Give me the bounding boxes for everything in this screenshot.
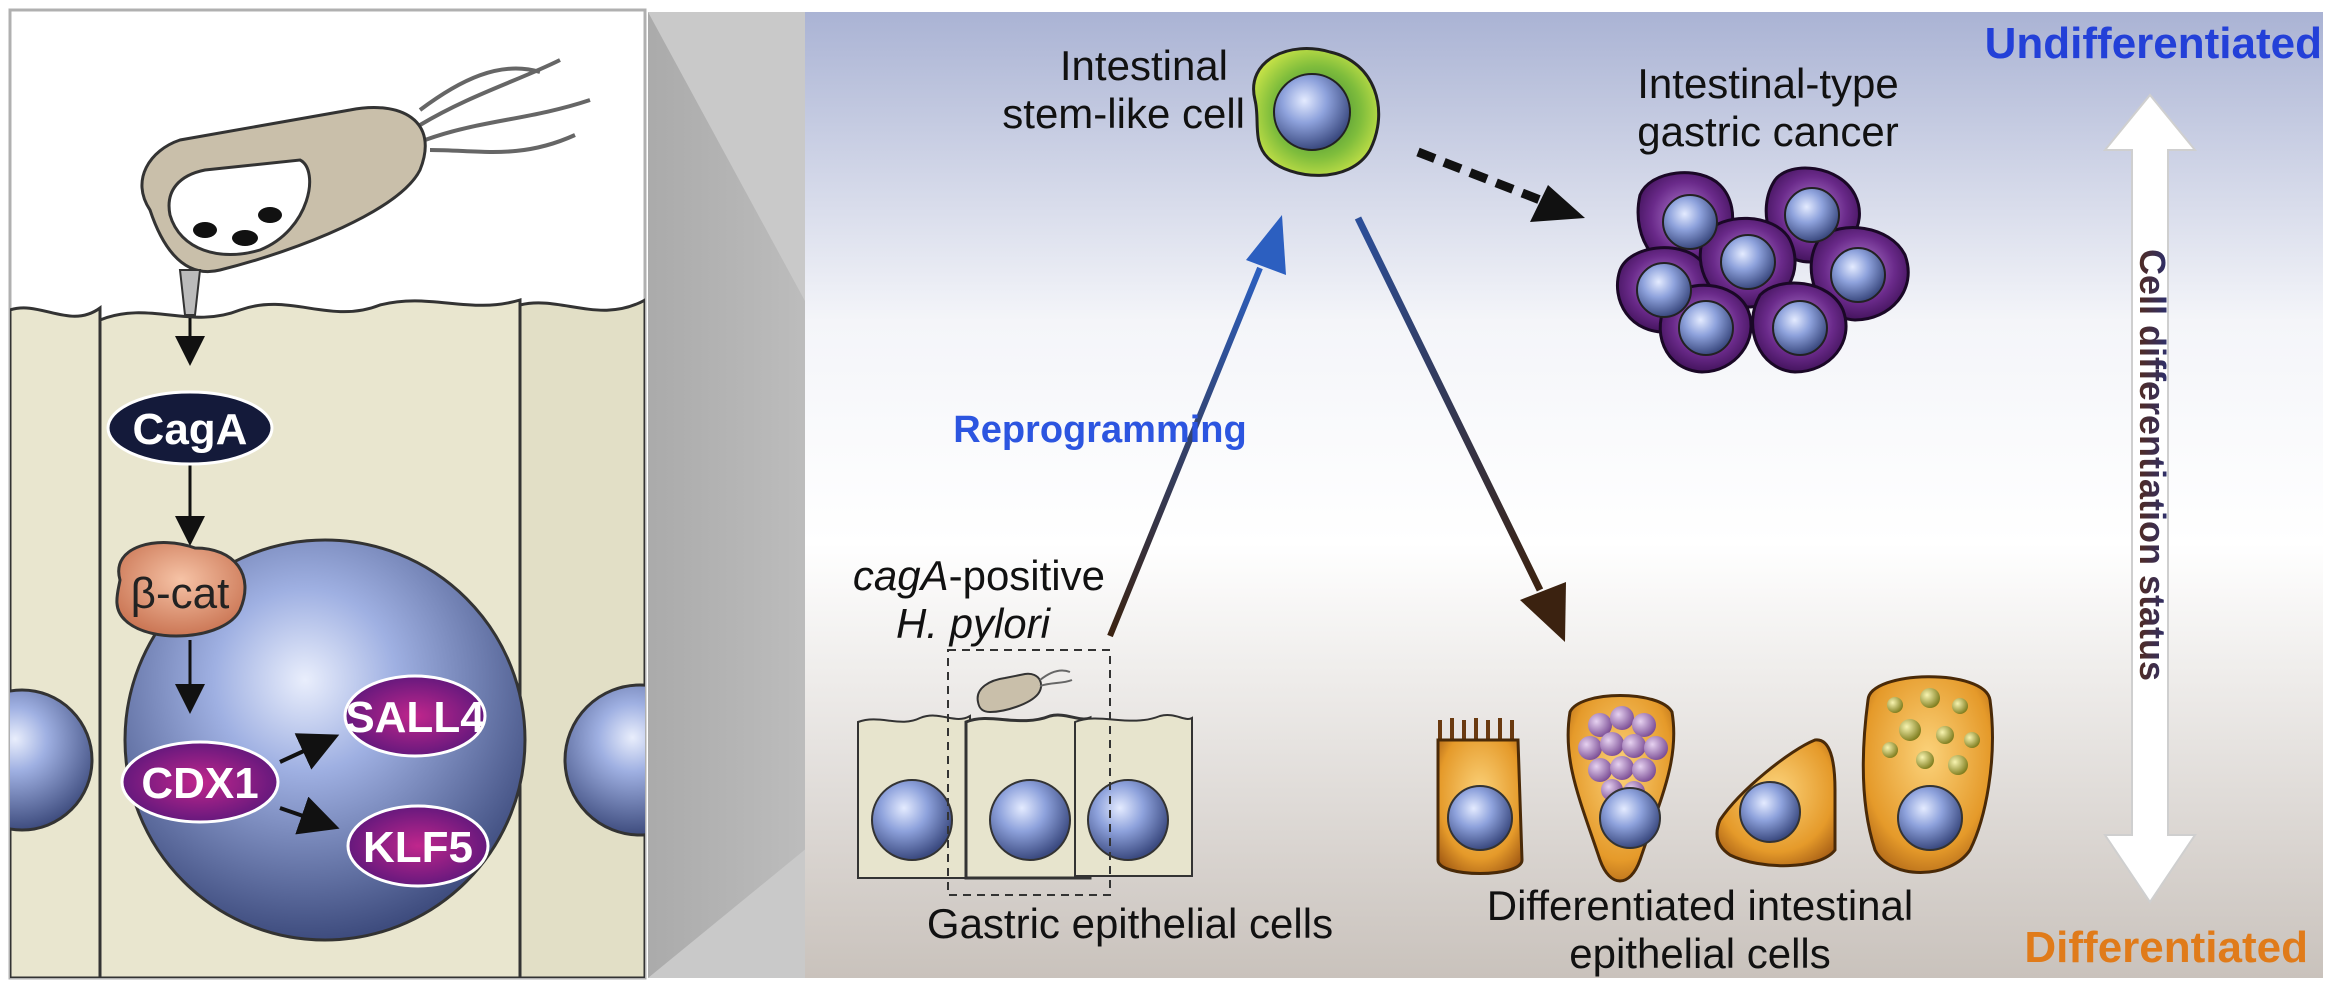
enteroendocrine-cell <box>1715 738 1837 868</box>
reprogramming-arrow <box>1107 215 1286 638</box>
differentiation-arrow <box>1354 216 1566 642</box>
stem-cell-label-line1: Intestinal <box>1060 42 1228 89</box>
cdx1-pill <box>120 740 280 824</box>
left-neighbor-nucleus <box>10 688 94 832</box>
beta-catenin-blob <box>115 541 247 638</box>
klf5-pill <box>346 804 490 888</box>
stem-cell-nucleus <box>1273 73 1351 151</box>
differentiation-axis <box>2102 93 2198 904</box>
gastric-cells-label: Gastric epithelial cells <box>927 900 1333 947</box>
enterocyte-cell <box>1436 718 1524 875</box>
cancer-label-line1: Intestinal-type <box>1637 60 1898 107</box>
h-pylori-bacterium-large <box>140 58 591 316</box>
paneth-cell <box>1861 675 1994 874</box>
right-neighbor-cell <box>518 298 645 978</box>
diff-cells-label-line1: Differentiated intestinal <box>1487 882 1913 929</box>
gastric-epithelial-cells <box>857 713 1193 880</box>
diff-cells-label-line2: epithelial cells <box>1569 930 1830 977</box>
goblet-cell <box>1566 694 1676 883</box>
arrow-cdx1-to-sall4 <box>279 733 340 770</box>
reprogramming-label: Reprogramming <box>953 409 1246 451</box>
caga-pill <box>106 390 274 466</box>
beta-catenin-label: β-cat <box>131 569 230 618</box>
double-headed-arrow <box>2102 93 2198 904</box>
caga-label: CagA <box>133 405 248 454</box>
caga-suffix: -positive <box>949 552 1105 599</box>
caga-positive-label: cagA-positive <box>853 552 1105 599</box>
h-pylori-bacterium-small <box>976 669 1073 714</box>
sall4-label: SALL4 <box>345 693 485 742</box>
h-pylori-label: H. pylori <box>896 600 1052 647</box>
klf5-label: KLF5 <box>363 823 473 872</box>
zoom-panel: CagA β-cat CDX1 SALL4 KLF5 <box>8 8 647 980</box>
stem-cell-label-line2: stem-like cell <box>1002 90 1245 137</box>
right-neighbor-nucleus <box>563 683 645 837</box>
left-neighbor-cell <box>10 305 102 978</box>
progression-dashed-arrow <box>1416 147 1585 222</box>
gastric-cancer-cluster <box>1615 166 1910 374</box>
caga-italic: cagA <box>853 552 949 599</box>
zoom-region-box <box>947 649 1111 896</box>
arrow-cdx1-to-klf5 <box>279 796 340 835</box>
cell-differentiation-status-label: Cell differentiation status <box>2132 249 2173 681</box>
cancer-label-line2: gastric cancer <box>1637 108 1898 155</box>
differentiated-intestinal-cells <box>1436 675 1994 883</box>
undifferentiated-label: Undifferentiated <box>1985 19 2322 68</box>
cdx1-label: CDX1 <box>141 759 258 808</box>
differentiated-label: Differentiated <box>2024 923 2308 972</box>
sall4-pill <box>343 674 487 758</box>
